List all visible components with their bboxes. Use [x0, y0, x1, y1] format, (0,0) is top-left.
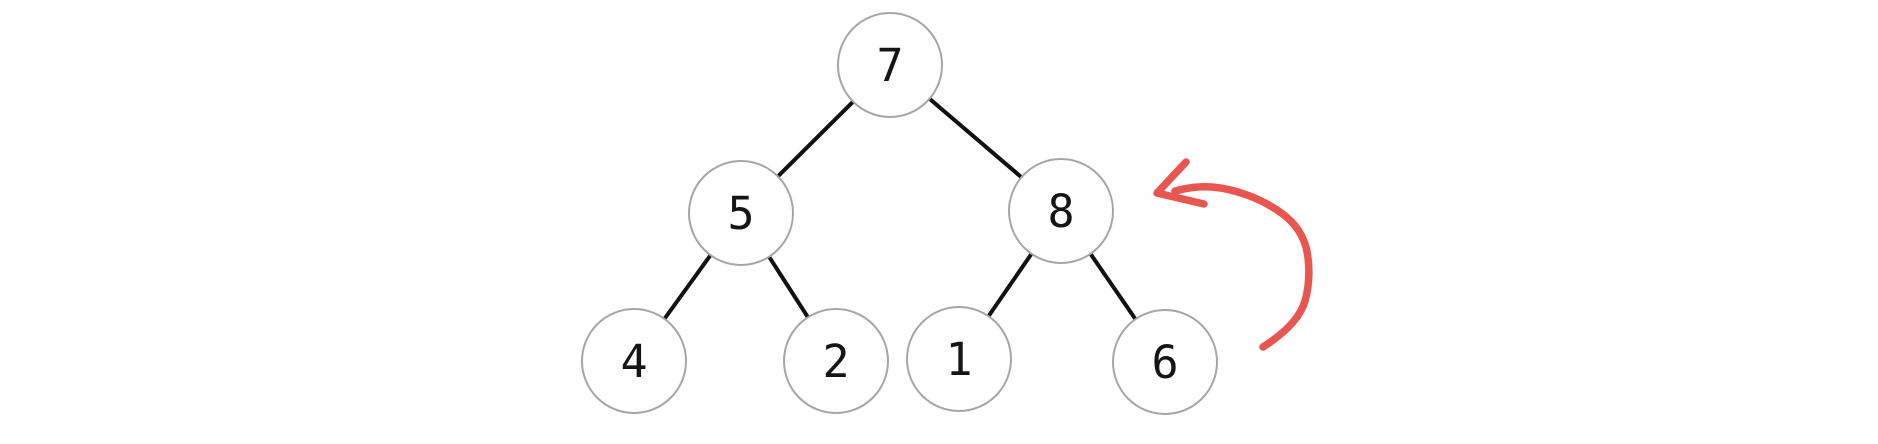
node-2-label: 2: [822, 335, 849, 388]
tree-node-4: 4: [581, 308, 687, 414]
tree-nodes: 7 5 8 4 2 1 6: [581, 12, 1218, 415]
node-8-label: 8: [1047, 185, 1074, 238]
tree-node-6: 6: [1112, 309, 1218, 415]
node-2-circle: [783, 308, 889, 414]
node-7-label: 7: [876, 39, 903, 92]
node-7-circle: [837, 12, 943, 118]
node-5-label: 5: [727, 187, 754, 240]
tree-node-2: 2: [783, 308, 889, 414]
node-1-circle: [906, 306, 1012, 412]
node-6-label: 6: [1151, 336, 1178, 389]
node-4-circle: [581, 308, 687, 414]
tree-node-5: 5: [688, 160, 794, 266]
node-5-circle: [688, 160, 794, 266]
node-4-label: 4: [620, 335, 647, 388]
node-6-circle: [1112, 309, 1218, 415]
node-8-circle: [1008, 158, 1114, 264]
tree-node-7: 7: [837, 12, 943, 118]
tree-node-1: 1: [906, 306, 1012, 412]
arrow-head-icon: [1153, 158, 1208, 208]
tree-node-8: 8: [1008, 158, 1114, 264]
annotation-arrow: [1153, 158, 1313, 351]
node-1-label: 1: [945, 333, 972, 386]
arrow-curve-stroke: [1171, 183, 1313, 351]
